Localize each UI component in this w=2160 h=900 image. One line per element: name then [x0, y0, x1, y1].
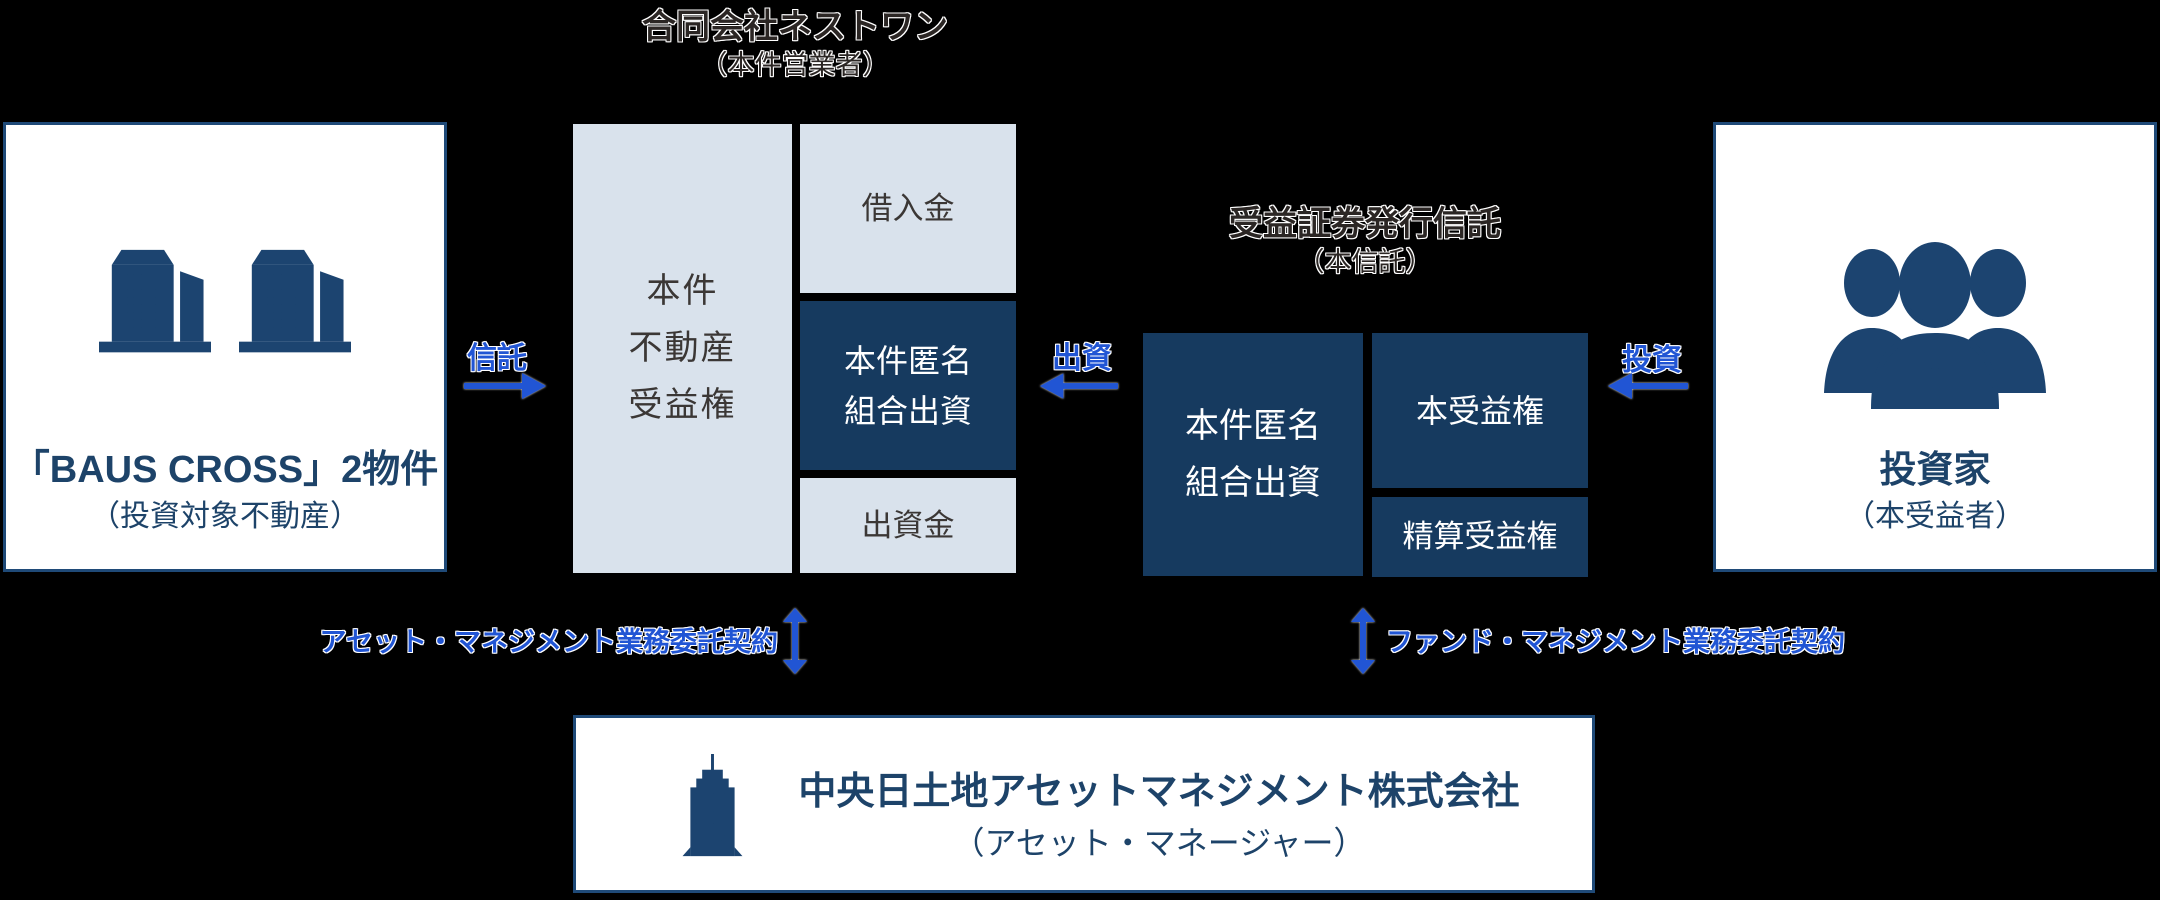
column-line: 不動産: [628, 329, 737, 367]
equity-box: 出資金: [800, 478, 1016, 573]
issuance-trust-title: 受益証券発行信託: [1229, 205, 1501, 243]
trust-flow-label: 信託: [467, 342, 527, 375]
property-box-title: 「BAUS CROSS」2物件: [11, 449, 439, 491]
issuance-trust-tk-box: 本件匿名 組合出資: [1143, 333, 1363, 576]
operator-heading: 合同会社ネストワン （本件営業者）: [495, 6, 1095, 82]
operator-title: 合同会社ネストワン: [642, 8, 948, 46]
fund-management-contract-label: ファンド・マネジメント業務委託契約: [1386, 627, 1845, 657]
office-building-icon: [99, 249, 211, 353]
equity-label: 出資金: [861, 507, 955, 543]
tk-line: 組合出資: [1185, 463, 1321, 502]
contribution-flow-label: 出資: [1052, 342, 1112, 375]
investors-group-icon: [1824, 242, 2046, 409]
operator-subtitle: （本件営業者）: [700, 50, 890, 80]
office-building-icon: [239, 249, 351, 353]
loan-label: 借入金: [861, 190, 955, 226]
investor-box-subtitle: （本受益者）: [1845, 500, 2025, 533]
issuance-trust-subtitle: （本信託）: [1297, 247, 1433, 277]
issuance-trust-heading: 受益証券発行信託 （本信託）: [1165, 203, 1565, 279]
liquidation-right-box: 精算受益権: [1372, 497, 1588, 577]
tk-line: 組合出資: [843, 392, 972, 429]
liquidation-right-label: 精算受益権: [1402, 519, 1558, 554]
fund-management-double-arrow-icon: [1351, 608, 1375, 674]
investment-arrow-left-icon: [1608, 373, 1688, 399]
asset-management-contract-label: アセット・マネジメント業務委託契約: [319, 627, 778, 657]
column-line: 本件: [646, 272, 719, 310]
investor-box: 投資家 （本受益者）: [1713, 122, 2157, 572]
two-office-buildings-icon: [6, 243, 444, 355]
asset-manager-subtitle: （アセット・マネージャー）: [952, 825, 1366, 861]
column-line: 受益権: [628, 386, 737, 424]
asset-management-double-arrow-icon: [783, 608, 807, 674]
investment-flow-label: 投資: [1622, 344, 1682, 377]
property-box: 「BAUS CROSS」2物件 （投資対象不動産）: [3, 122, 447, 572]
tk-investment-box: 本件匿名 組合出資: [800, 301, 1016, 470]
tk-line: 本件匿名: [843, 342, 972, 379]
investors-group-icon: [1716, 225, 2154, 425]
loan-box: 借入金: [800, 124, 1016, 293]
asset-manager-title: 中央日土地アセットマネジメント株式会社: [798, 771, 1520, 813]
investor-box-title: 投資家: [1879, 449, 1991, 490]
asset-manager-box: 中央日土地アセットマネジメント株式会社 （アセット・マネージャー）: [573, 715, 1595, 893]
beneficiary-right-label: 本受益権: [1415, 392, 1544, 429]
trust-arrow-right-icon: [464, 373, 546, 399]
office-tower-icon: [682, 754, 743, 857]
beneficiary-right-box: 本受益権: [1372, 333, 1588, 488]
tk-line: 本件匿名: [1185, 406, 1321, 445]
contribution-arrow-left-icon: [1040, 373, 1118, 399]
asset-manager-text: 中央日土地アセットマネジメント株式会社 （アセット・マネージャー）: [776, 768, 1542, 862]
trust-beneficiary-column: 本件 不動産 受益権: [573, 124, 792, 573]
property-box-subtitle: （投資対象不動産）: [90, 500, 360, 533]
